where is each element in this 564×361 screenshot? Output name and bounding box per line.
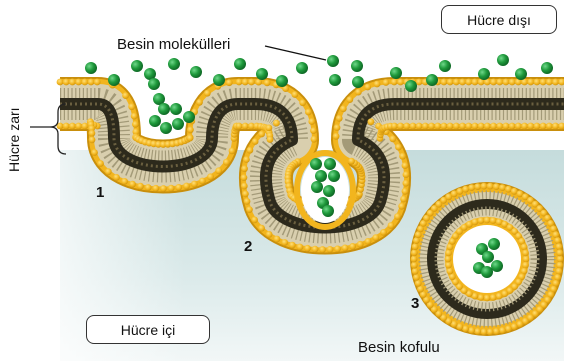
outside-label: Hücre dışı xyxy=(441,5,557,34)
step-2-label: 2 xyxy=(244,238,252,255)
vacuole-label: Besin kofulu xyxy=(358,339,440,356)
step-1-label: 1 xyxy=(96,184,104,201)
step-3-label: 3 xyxy=(411,295,419,312)
membrane-label: Hücre zarı xyxy=(6,107,22,172)
molecule-pointer xyxy=(265,46,326,60)
inside-label: Hücre içi xyxy=(86,315,210,344)
molecules-label: Besin molekülleri xyxy=(117,36,230,53)
